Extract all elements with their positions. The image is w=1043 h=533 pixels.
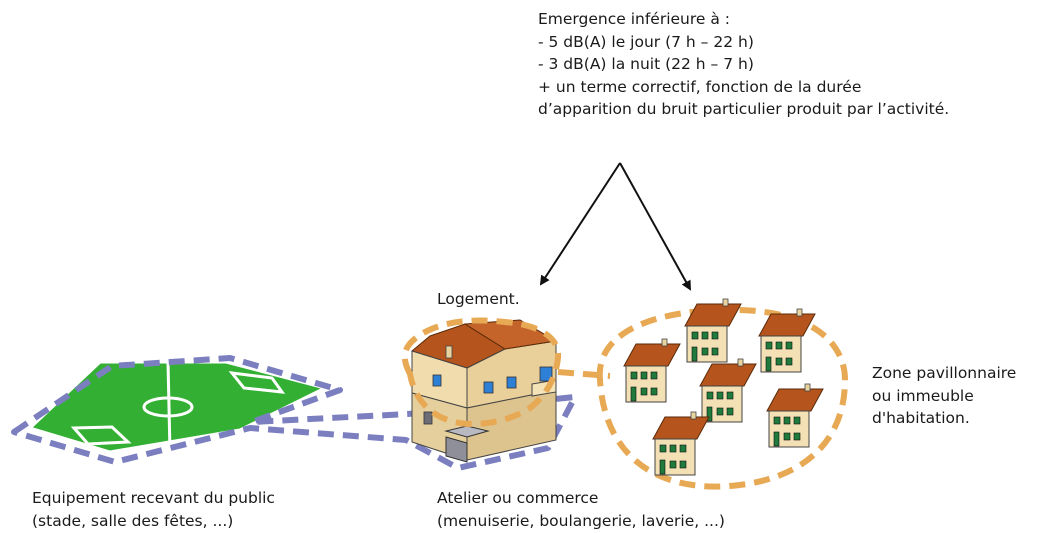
public-equipment-zone	[11, 355, 578, 471]
arrow-to-logement	[539, 162, 621, 286]
workshop-building	[410, 319, 558, 463]
emergence-line-1: Emergence inférieure à :	[538, 10, 731, 28]
zone-label: Zone pavillonnaire ou immeuble d'habitat…	[872, 362, 1016, 430]
equipement-label-line-2: (stade, salle des fêtes, ...)	[32, 511, 234, 530]
atelier-label: Atelier ou commerce (menuiserie, boulang…	[437, 487, 725, 532]
emergence-line-5: d’apparition du bruit particulier produi…	[538, 100, 950, 118]
emergence-note: Emergence inférieure à : - 5 dB(A) le jo…	[538, 8, 949, 121]
arrow-to-zone	[619, 162, 691, 291]
emergence-line-4: + un terme correctif, fonction de la dur…	[538, 77, 862, 96]
equipement-label-line-1: Equipement recevant du public	[32, 489, 275, 507]
emergence-line-2: - 5 dB(A) le jour (7 h – 22 h)	[538, 32, 754, 51]
arrows	[539, 162, 691, 291]
atelier-label-line-2: (menuiserie, boulangerie, laverie, ...)	[437, 511, 725, 530]
logement-zone	[401, 317, 562, 428]
zone-label-line-2: ou immeuble	[872, 386, 974, 405]
zone-label-line-1: Zone pavillonnaire	[872, 364, 1017, 382]
atelier-label-line-1: Atelier ou commerce	[437, 489, 599, 507]
residential-zone	[596, 306, 849, 490]
emergence-line-3: - 3 dB(A) la nuit (22 h – 7 h)	[538, 55, 754, 73]
zone-label-line-3: d'habitation.	[872, 409, 970, 427]
logement-label: Logement.	[437, 290, 520, 308]
houses	[623, 298, 824, 476]
equipement-label: Equipement recevant du public (stade, sa…	[32, 487, 275, 532]
